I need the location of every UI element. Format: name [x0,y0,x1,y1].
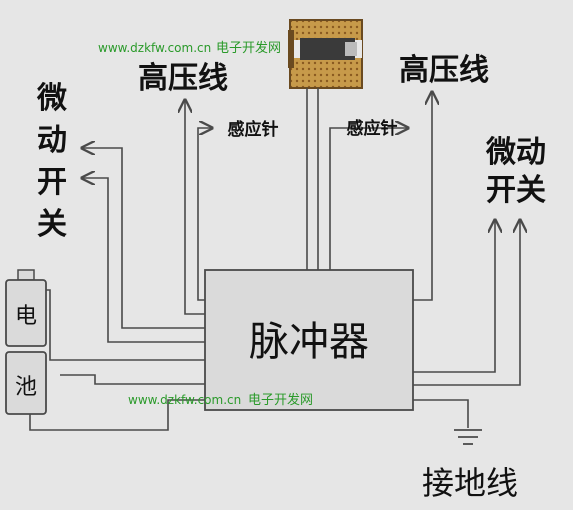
svg-text:微动: 微动 [485,135,546,170]
battery-label-bottom: 池 [15,375,37,400]
wire-sense-left [197,128,212,301]
ground-symbol [454,429,482,445]
wire-micro-left-2 [82,178,205,343]
hv-right-label: 高压线 [399,53,489,88]
battery-label-top: 电 [15,304,37,329]
battery-cell-bottom [5,351,47,415]
ground-label: 接地线 [422,464,518,502]
svg-text:动: 动 [37,123,67,158]
svg-text:www.dzkfw.com.cn: www.dzkfw.com.cn [98,41,211,55]
sense-left-label: 感应针 [228,119,279,140]
wire-sense-right [329,128,408,270]
hv-left-label: 高压线 [138,61,228,96]
pulser-label: 脉冲器 [249,319,369,365]
electrode-core [300,38,355,60]
sense-right-label: 感应针 [347,118,398,139]
wire-micro-left-1 [82,148,205,329]
svg-text:关: 关 [37,207,67,242]
svg-text:开: 开 [37,165,67,200]
micro-switch-right-label: 微动 开关 [485,135,546,208]
battery-cell-top [5,279,47,347]
svg-text:电子开发网: 电子开发网 [248,392,313,408]
wire-battery-top [25,275,205,361]
micro-switch-left-label: 微 动 开 关 [36,81,67,242]
wire-battery-mid [60,374,205,385]
wire-hv-left [185,100,205,315]
wire-hv-right [413,92,432,301]
svg-text:微: 微 [36,81,67,116]
watermark-top: www.dzkfw.com.cn 电子开发网 [98,40,281,56]
watermark-bottom: www.dzkfw.com.cn 电子开发网 [128,392,313,408]
wire-micro-right-2 [413,220,520,386]
pulser-box [204,269,414,411]
svg-text:开关: 开关 [486,173,546,208]
wire-battery-bottom [29,399,205,431]
svg-text:www.dzkfw.com.cn: www.dzkfw.com.cn [128,393,241,407]
battery: 电 池 [5,269,47,415]
wire-ground [413,399,469,428]
svg-text:电子开发网: 电子开发网 [216,40,281,56]
wire-micro-right-1 [413,220,495,373]
electrode-assembly [288,19,363,89]
